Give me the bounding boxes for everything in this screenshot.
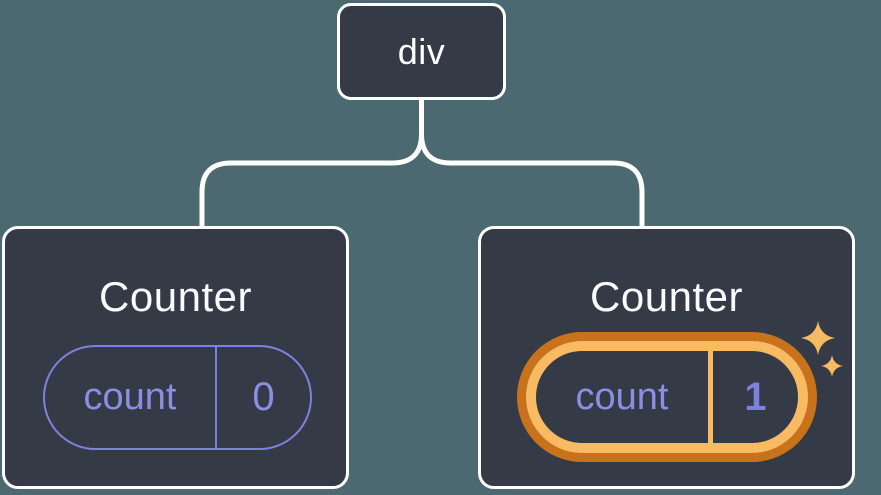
state-pill-highlighted: count 1 <box>517 332 817 462</box>
state-key: count <box>45 347 217 448</box>
state-pill-inner: count 1 <box>536 351 798 443</box>
state-value: 1 <box>713 351 798 443</box>
state-pill-highlight-ring: count 1 <box>526 341 808 453</box>
counter-component-node-right: Counter count 1 <box>478 226 855 489</box>
component-title: Counter <box>590 273 743 320</box>
component-title: Counter <box>99 273 252 320</box>
counter-component-node-left: Counter count 0 <box>2 226 349 489</box>
sparkle-icon-large <box>801 321 835 355</box>
connector-right-branch <box>419 99 645 228</box>
sparkle-icon-small <box>821 355 843 377</box>
root-node-div: div <box>337 3 506 100</box>
connector-left-branch <box>199 99 424 228</box>
root-node-label: div <box>397 30 446 72</box>
state-key: count <box>536 351 708 443</box>
state-pill: count 0 <box>43 345 312 450</box>
state-value: 0 <box>252 375 275 419</box>
sparkle-icon <box>801 321 843 377</box>
